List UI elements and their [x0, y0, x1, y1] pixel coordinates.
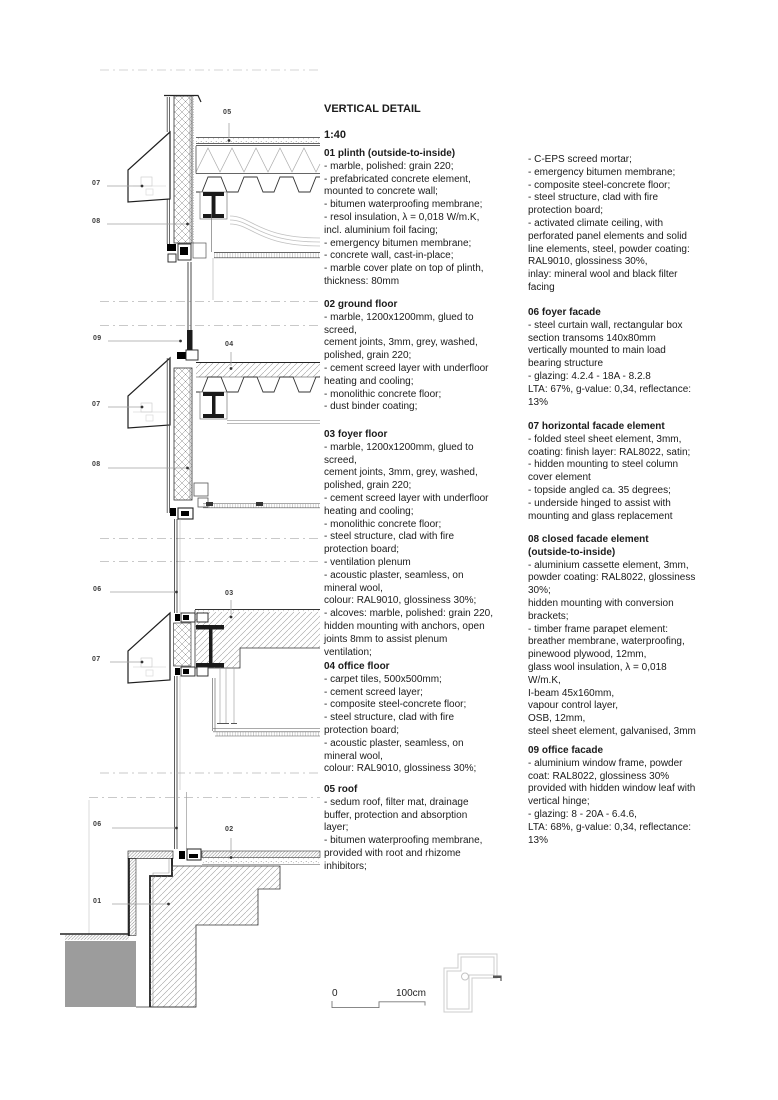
section-heading: 06 foyer facade: [528, 307, 601, 318]
callout-05-roof: 05: [223, 109, 232, 116]
section-03-foyer-floor: 03 foyer floor - marble, 1200x1200mm, gl…: [324, 429, 524, 659]
callout-07-facade-element: 07: [92, 401, 101, 408]
section-06-foyer-facade: 06 foyer facade - steel curtain wall, re…: [528, 307, 728, 409]
section-heading: 07 horizontal facade element: [528, 421, 665, 432]
section-body: - marble, 1200x1200mm, glued to screed, …: [324, 441, 493, 658]
section-body: - aluminium window frame, powder coat: R…: [528, 757, 696, 846]
callout-02-ground-floor: 02: [225, 826, 234, 833]
section-body: - folded steel sheet element, 3mm, coati…: [528, 433, 691, 522]
section-location-marker: [493, 975, 501, 978]
drawing-title-block: VERTICAL DETAIL 1:40: [324, 90, 421, 155]
gap-lines-3: [89, 772, 320, 849]
callout-06-foyer-facade: 06: [93, 821, 102, 828]
section-heading: 02 ground floor: [324, 299, 398, 310]
callout-01-plinth: 01: [93, 898, 102, 905]
section-heading: 01 plinth (outside-to-inside): [324, 148, 456, 159]
section-08-closed-facade-element: 08 closed facade element (outside-to-ins…: [528, 534, 728, 739]
gap-lines-1: [100, 258, 320, 326]
section-body: - marble, polished: grain 220; - prefabr…: [324, 160, 484, 287]
section-04-office-floor: 04 office floor - carpet tiles, 500x500m…: [324, 661, 524, 776]
section-body: - carpet tiles, 500x500mm; - cement scre…: [324, 673, 477, 775]
section-heading: 09 office facade: [528, 745, 604, 756]
callout-07-facade-element: 07: [92, 180, 101, 187]
page-title: VERTICAL DETAIL: [324, 103, 421, 115]
section-heading: 03 foyer floor: [324, 429, 388, 440]
section-01-plinth: 01 plinth (outside-to-inside) - marble, …: [324, 148, 524, 289]
section-heading: 04 office floor: [324, 661, 390, 672]
section-body: - C-EPS screed mortar; - emergency bitum…: [528, 154, 690, 293]
detail-roof: [100, 69, 321, 263]
callout-09-office-facade: 09: [93, 335, 102, 342]
section-body: - steel curtain wall, rectangular box se…: [528, 319, 692, 408]
callout-08-closed-facade: 08: [92, 461, 101, 468]
section-09-office-facade: 09 office facade - aluminium window fram…: [528, 745, 728, 847]
key-plan: [443, 953, 502, 1013]
section-body: - aluminium cassette element, 3mm, powde…: [528, 559, 696, 737]
section-body: - sedum roof, filter mat, drainage buffe…: [324, 796, 483, 872]
detail-office-floor: [108, 262, 321, 520]
page-scale: 1:40: [324, 129, 347, 141]
callout-08-closed-facade: 08: [92, 218, 101, 225]
callout-03-foyer-floor: 03: [225, 590, 234, 597]
section-05-roof-continued: - C-EPS screed mortar; - emergency bitum…: [528, 154, 728, 295]
gap-lines-2: [100, 538, 320, 562]
section-heading: 08 closed facade element (outside-to-ins…: [528, 534, 649, 558]
callout-04-office-floor: 04: [225, 341, 234, 348]
scale-bar-graphic: [331, 1001, 426, 1009]
scale-zero-label: 0: [332, 988, 338, 999]
section-heading: 05 roof: [324, 784, 358, 795]
section-05-roof: 05 roof - sedum roof, filter mat, draina…: [324, 784, 524, 874]
section-02-ground-floor: 02 ground floor - marble, 1200x1200mm, g…: [324, 299, 524, 414]
callout-06-foyer-facade: 06: [93, 586, 102, 593]
scale-100cm-label: 100cm: [396, 988, 427, 999]
detail-plinth: [60, 800, 321, 1008]
detail-foyer-floor: [110, 519, 320, 849]
callout-07-facade-element: 07: [92, 656, 101, 663]
section-07-horizontal-facade-element: 07 horizontal facade element - folded st…: [528, 421, 728, 523]
section-body: - marble, 1200x1200mm, glued to screed, …: [324, 311, 489, 413]
